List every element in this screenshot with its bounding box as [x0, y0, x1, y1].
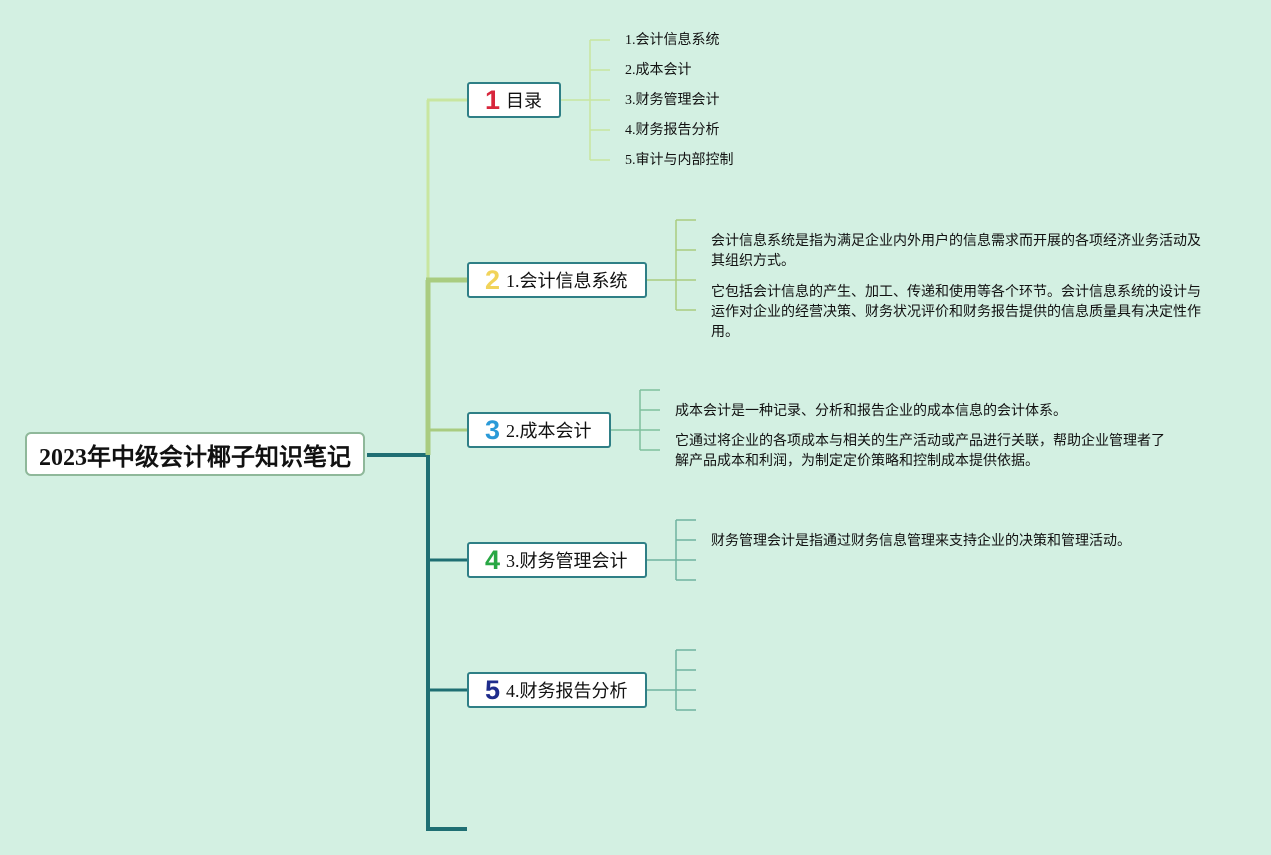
- branch-label: 目录: [506, 91, 543, 111]
- toc-item-2[interactable]: 2.成本会计: [625, 63, 692, 78]
- toc-item-3[interactable]: 3.财务管理会计: [625, 93, 720, 108]
- toc-item-4[interactable]: 4.财务报告分析: [625, 123, 720, 138]
- branch-label: 4.财务报告分析: [506, 681, 628, 701]
- number-4-icon: 4: [485, 544, 501, 575]
- sub-connectors-3: [610, 389, 660, 451]
- toc-item-1[interactable]: 1.会计信息系统: [625, 33, 720, 48]
- number-1-icon: 1: [485, 84, 501, 115]
- branch-label: 2.成本会计: [506, 421, 592, 441]
- cost-paragraph-2: 它通过将企业的各项成本与相关的生产活动或产品进行关联，帮助企业管理者了解产品成本…: [675, 433, 1165, 469]
- root-title: 2023年中级会计椰子知识笔记: [39, 444, 351, 471]
- ais-paragraph-2: 它包括会计信息的产生、加工、传递和使用等各个环节。会计信息系统的设计与运作对企业…: [711, 284, 1201, 340]
- sub-connectors-5: [646, 649, 696, 711]
- branch-toc[interactable]: 1 目录: [467, 82, 561, 118]
- sub-connectors-1: [560, 39, 610, 161]
- root-node[interactable]: 2023年中级会计椰子知识笔记: [25, 432, 365, 476]
- branch-financial-management[interactable]: 4 3.财务管理会计: [467, 542, 647, 578]
- number-5-icon: 5: [485, 674, 501, 705]
- branch-financial-report-analysis[interactable]: 5 4.财务报告分析: [467, 672, 647, 708]
- toc-item-5[interactable]: 5.审计与内部控制: [625, 153, 734, 168]
- branch-label: 3.财务管理会计: [506, 551, 628, 571]
- branch-accounting-info-system[interactable]: 2 1.会计信息系统: [467, 262, 647, 298]
- cost-paragraph-1: 成本会计是一种记录、分析和报告企业的成本信息的会计体系。: [675, 403, 1067, 419]
- branch-label: 1.会计信息系统: [506, 271, 628, 291]
- ais-paragraph-1: 会计信息系统是指为满足企业内外用户的信息需求而开展的各项经济业务活动及其组织方式…: [711, 233, 1201, 269]
- branch-cost-accounting[interactable]: 3 2.成本会计: [467, 412, 611, 448]
- fm-paragraph-1: 财务管理会计是指通过财务信息管理来支持企业的决策和管理活动。: [711, 533, 1131, 549]
- sub-connectors-4: [646, 519, 696, 581]
- number-2-icon: 2: [485, 264, 501, 295]
- number-3-icon: 3: [485, 414, 501, 445]
- sub-connectors-2: [646, 219, 696, 311]
